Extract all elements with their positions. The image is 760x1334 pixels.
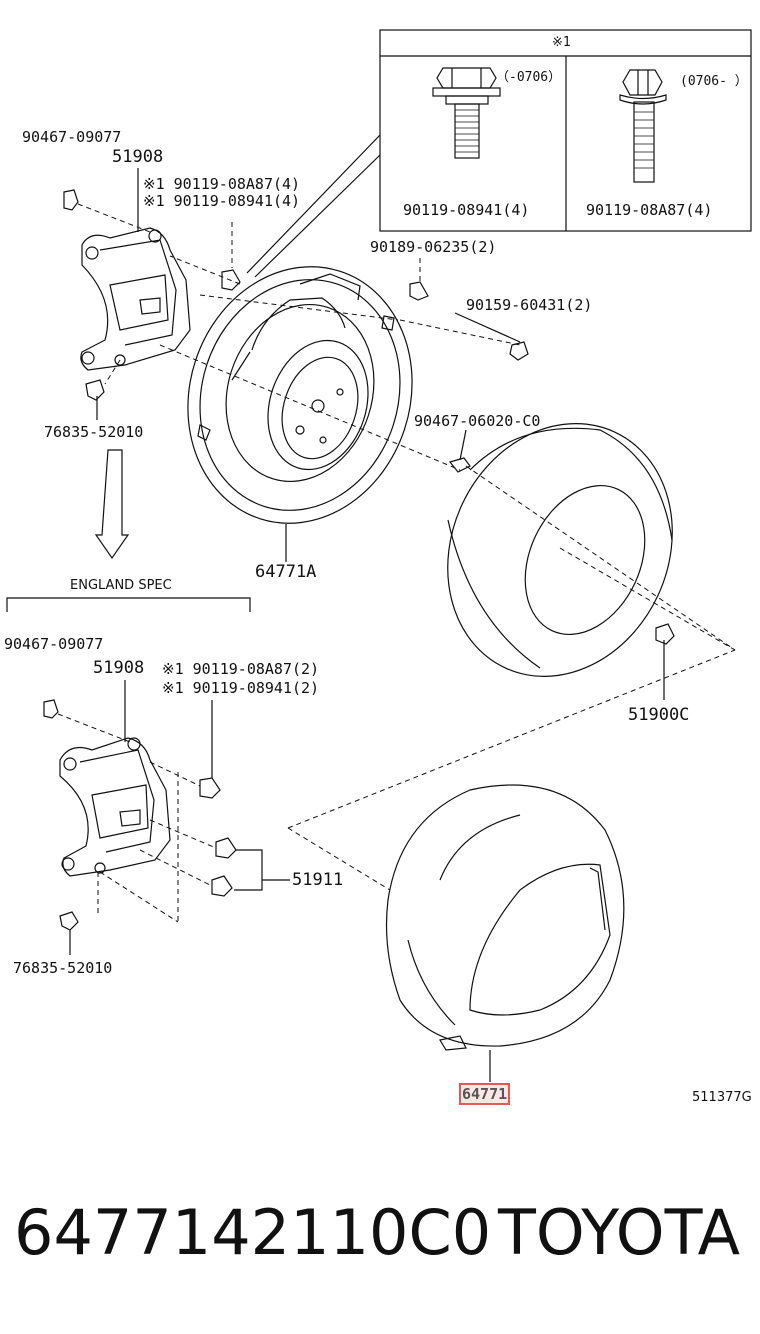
grommet-icon xyxy=(85,379,105,401)
part-label-76835-52010-top: 76835-52010 xyxy=(44,423,144,441)
spare-wheel-carrier-64771a xyxy=(187,266,413,524)
spare-tire-cover-64771 xyxy=(385,784,625,1051)
part-label-90159-60431: 90159-60431(2) xyxy=(466,296,593,314)
part-label-90189-06235: 90189-06235(2) xyxy=(370,238,497,256)
arrow-down-icon xyxy=(94,449,130,560)
nut-icon xyxy=(655,623,675,645)
nut-icon xyxy=(509,341,529,361)
part-label-90119-08941-4: ※1 90119-08941(4) xyxy=(143,192,301,210)
inset-box xyxy=(246,29,752,278)
inset-right-range: (0706- ） xyxy=(680,74,748,89)
footer-brand: TOYOTA xyxy=(498,1196,741,1269)
part-label-64771-highlighted[interactable]: 64771 xyxy=(459,1083,511,1105)
part-label-51911: 51911 xyxy=(292,870,344,890)
flange-bolt-icon xyxy=(619,69,667,183)
inset-header: ※1 xyxy=(552,35,571,50)
part-label-51908-bottom: 51908 xyxy=(93,658,145,678)
part-label-90119-08a87: 90119-08A87(4) xyxy=(586,201,713,219)
england-spec-label: ENGLAND SPEC xyxy=(70,578,172,593)
spare-tire xyxy=(447,423,673,677)
clip-icon xyxy=(43,699,59,719)
part-label-51908-top: 51908 xyxy=(112,147,164,167)
grommet-icon xyxy=(59,911,79,931)
bolt-icon xyxy=(409,281,429,301)
part-label-64771a: 64771A xyxy=(255,562,317,582)
flange-bolt-icon xyxy=(432,67,501,159)
part-label-76835-52010-bottom: 76835-52010 xyxy=(13,959,113,977)
bolt-icon xyxy=(211,875,233,897)
inset-left-range: （-0706） xyxy=(496,70,562,85)
carrier-bracket-top xyxy=(80,227,191,371)
part-label-90467-06020-c0: 90467-06020-C0 xyxy=(414,412,541,430)
part-label-90119-08a87-2: ※1 90119-08A87(2) xyxy=(162,660,320,678)
rivet-icon xyxy=(448,457,471,473)
bolt-icon xyxy=(199,777,221,799)
footer-part-number: 6477142110C0 xyxy=(14,1196,492,1269)
part-label-51900c: 51900C xyxy=(628,705,690,725)
bolt-icon xyxy=(215,837,237,859)
bolt-icon xyxy=(221,269,241,291)
part-label-90119-08941: 90119-08941(4) xyxy=(403,201,530,219)
clip-icon xyxy=(63,189,79,211)
part-label-90119-08941-2: ※1 90119-08941(2) xyxy=(162,679,320,697)
part-label-90467-09077-bottom: 90467-09077 xyxy=(4,635,104,653)
part-label-90119-08a87-4: ※1 90119-08A87(4) xyxy=(143,175,301,193)
part-label-90467-09077-top: 90467-09077 xyxy=(22,128,122,146)
diagram-reference-code: 511377G xyxy=(692,1090,752,1105)
carrier-bracket-bottom xyxy=(59,737,171,877)
